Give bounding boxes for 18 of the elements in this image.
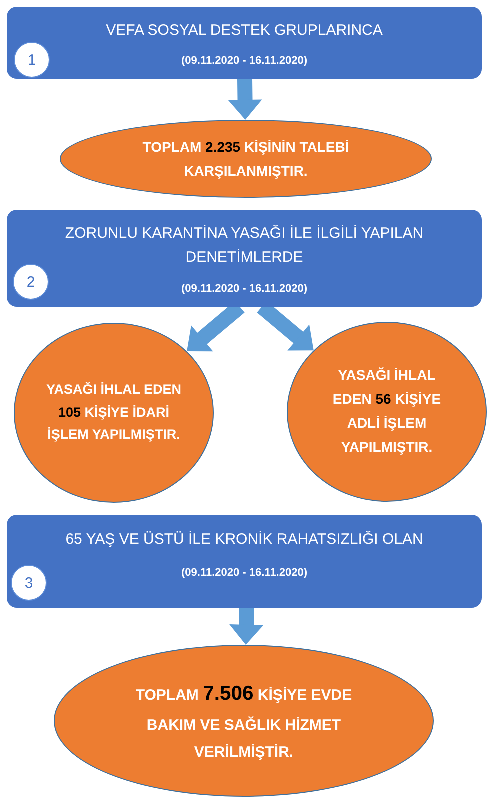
date-range-text: (09.11.2020 - 16.11.2020) bbox=[182, 282, 308, 295]
block-arrow bbox=[228, 78, 262, 120]
heading-text: 65 YAŞ VE ÜSTÜ İLE KRONİK RAHATSIZLIĞI OLAN bbox=[66, 530, 424, 550]
date-range-text: (09.11.2020 - 16.11.2020) bbox=[182, 55, 308, 67]
step-number-circle: 1 bbox=[14, 42, 50, 78]
result-text: YASAĞI İHLAL EDEN 56 KİŞİYE ADLİ İŞLEM YAPILMIŞTIR. bbox=[332, 366, 442, 457]
header-box bbox=[7, 210, 482, 307]
date-range-text: (09.11.2020 - 16.11.2020) bbox=[182, 566, 308, 579]
heading-text: ZORUNLU KARANTİNA YASAĞI İLE İLGİLİ YAPILAN DENETİMLERDE bbox=[64, 224, 425, 268]
header-box bbox=[7, 515, 482, 608]
heading-text: VEFA SOSYAL DESTEK GRUPLARINCA bbox=[106, 21, 383, 41]
result-text: YASAĞI İHLAL EDEN 105 KİŞİYE İDARİ İŞLEM YAPILMIŞTIR. bbox=[45, 380, 183, 444]
step-number-circle: 3 bbox=[11, 565, 47, 601]
header-box bbox=[7, 7, 482, 79]
block-arrow bbox=[230, 608, 264, 646]
result-text: TOPLAM 7.506 KİŞİYE EVDE BAKIM VE SAĞLIK HİZMET VERİLMİŞTİR. bbox=[134, 682, 354, 764]
result-text: TOPLAM 2.235 KİŞİNİN TALEBİ KARŞILANMIŞTIR. bbox=[142, 138, 350, 181]
step-number-circle: 2 bbox=[13, 264, 49, 300]
